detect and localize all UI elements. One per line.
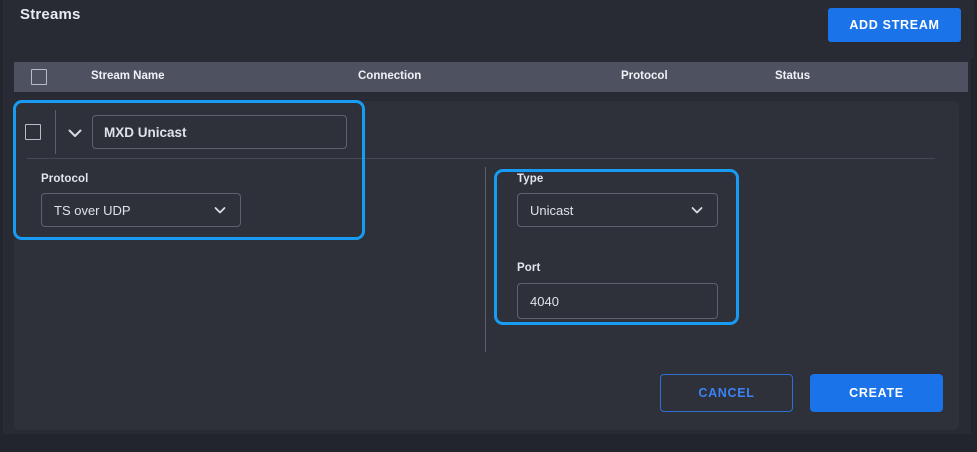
chevron-down-icon[interactable] (62, 120, 88, 146)
page-title: Streams (20, 6, 81, 23)
protocol-label: Protocol (41, 173, 89, 185)
table-header-row: Stream Name Connection Protocol Status (14, 62, 968, 92)
protocol-select[interactable]: TS over UDP (41, 193, 241, 227)
type-label: Type (517, 173, 544, 185)
page-header: Streams ADD STREAM (6, 0, 974, 58)
add-stream-button[interactable]: ADD STREAM (828, 8, 961, 42)
row-select-checkbox[interactable] (25, 124, 41, 140)
app-content-area: Streams ADD STREAM Stream Name Connectio… (3, 0, 974, 434)
column-header-stream-name[interactable]: Stream Name (91, 70, 165, 82)
column-header-status[interactable]: Status (775, 70, 811, 82)
port-input[interactable]: 4040 (517, 283, 718, 319)
type-select[interactable]: Unicast (517, 193, 718, 227)
stream-name-input[interactable] (92, 115, 347, 149)
form-column-divider (485, 167, 486, 352)
row-divider (55, 110, 56, 154)
chevron-down-icon (212, 202, 228, 218)
column-header-protocol[interactable]: Protocol (621, 70, 668, 82)
form-section-divider (27, 158, 935, 159)
protocol-select-value: TS over UDP (54, 202, 131, 218)
column-header-connection[interactable]: Connection (358, 70, 422, 82)
select-all-checkbox[interactable] (31, 69, 47, 85)
stream-edit-panel (14, 101, 959, 430)
create-button[interactable]: CREATE (810, 374, 943, 412)
type-select-value: Unicast (530, 202, 574, 218)
port-input-value: 4040 (530, 293, 559, 309)
chevron-down-icon (689, 202, 705, 218)
cancel-button[interactable]: CANCEL (660, 374, 793, 412)
port-label: Port (517, 262, 541, 274)
